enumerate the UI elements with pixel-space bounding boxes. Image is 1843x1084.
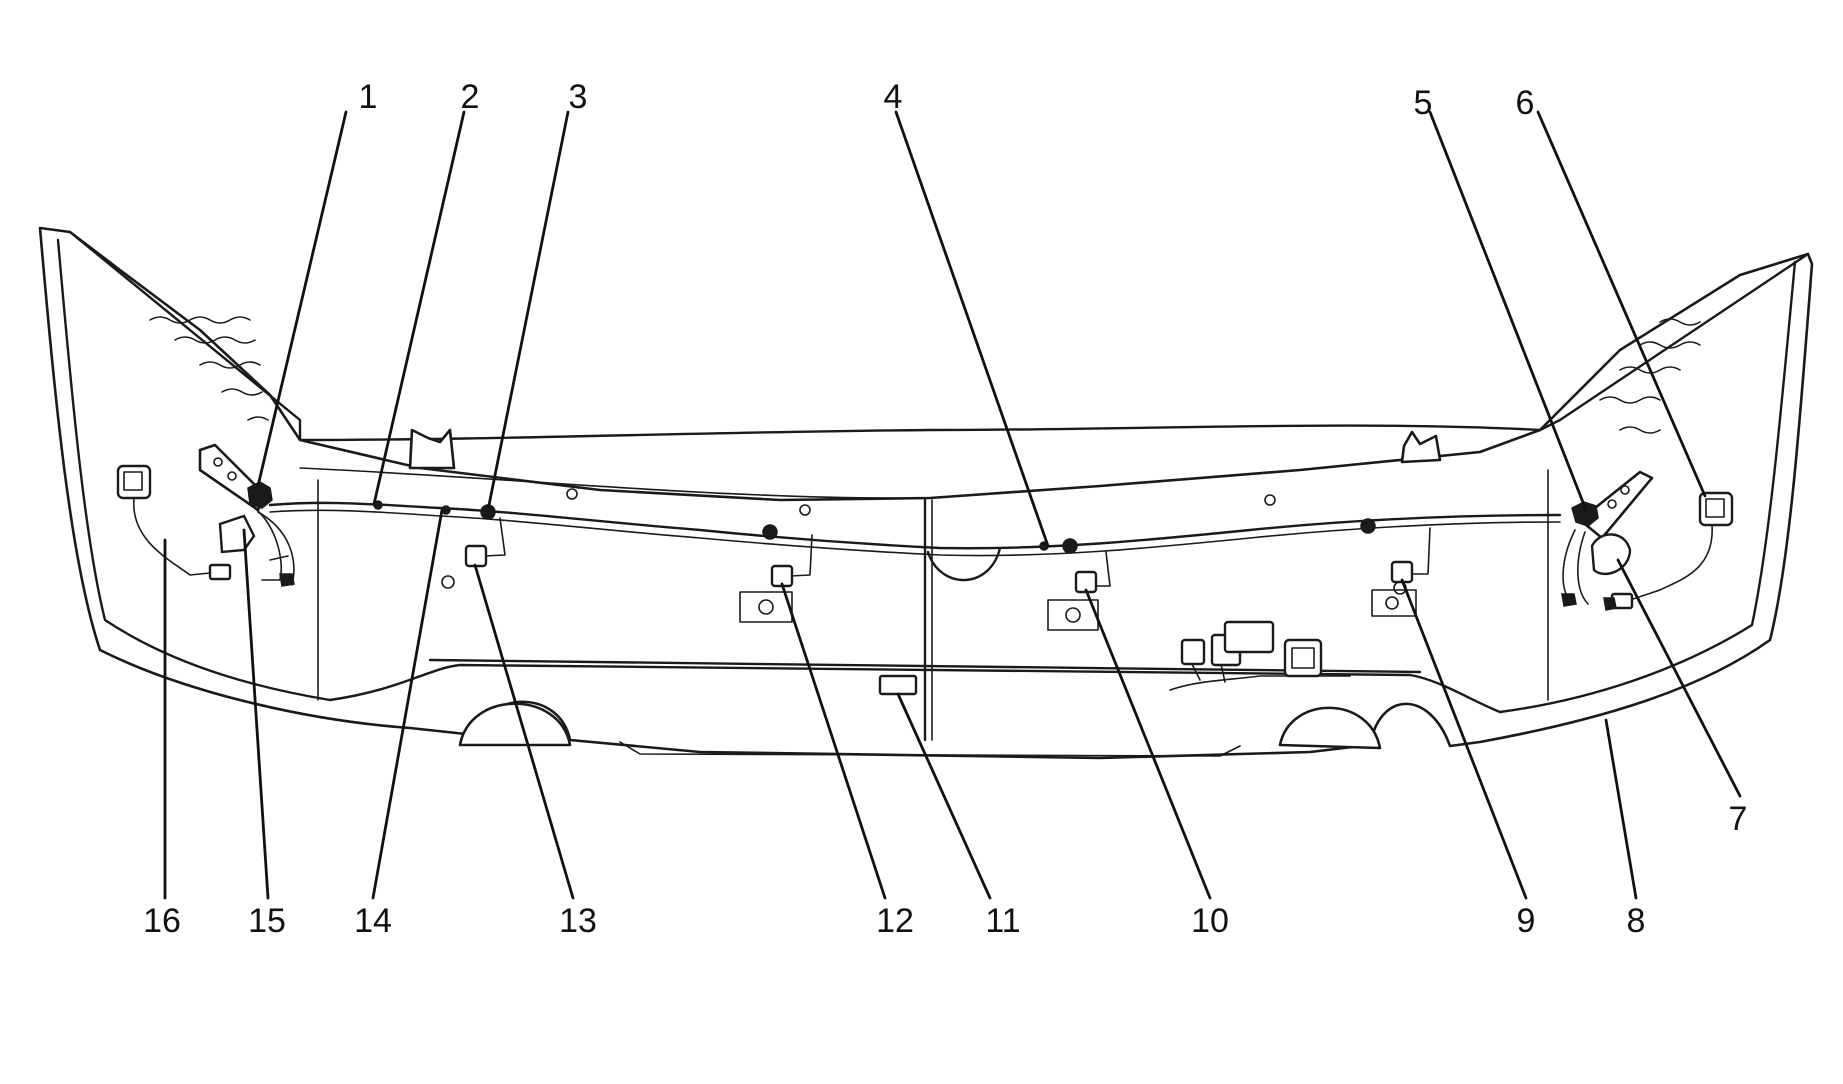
leader-4 xyxy=(894,110,1050,548)
vents-right xyxy=(1599,318,1701,434)
fascia-left-inner-edge xyxy=(56,238,332,702)
sensor-13 xyxy=(464,544,488,568)
fascia-upper-rim-2 xyxy=(299,467,931,499)
callout-4: 4 xyxy=(884,78,903,116)
callout-2: 2 xyxy=(461,78,480,116)
leader-15 xyxy=(242,528,270,900)
sensors xyxy=(116,464,1734,610)
callout-1: 1 xyxy=(359,78,378,116)
harness-center-loop xyxy=(926,546,1002,582)
fascia-top-ledge xyxy=(68,230,302,442)
callout-5: 5 xyxy=(1414,84,1433,122)
leader-11 xyxy=(896,692,992,900)
fascia-outline xyxy=(38,226,1814,760)
callout-7: 7 xyxy=(1729,800,1748,838)
callout-9: 9 xyxy=(1517,902,1536,940)
mounting-holes xyxy=(441,488,1417,631)
fascia-right-inner-edge xyxy=(1498,260,1797,714)
leader-8 xyxy=(1604,718,1638,900)
left-outer-sensor xyxy=(116,464,152,500)
leader-13 xyxy=(473,563,575,900)
callout-12: 12 xyxy=(876,902,914,940)
leader-5 xyxy=(1428,110,1588,512)
callout-16: 16 xyxy=(143,902,181,940)
tab-right xyxy=(1400,430,1442,464)
bottom-lip xyxy=(619,741,1241,757)
mounting-tabs xyxy=(408,428,1442,470)
leader-lines xyxy=(163,110,1742,900)
lower-harness xyxy=(1169,675,1351,691)
fascia-upper-rim xyxy=(298,424,1542,442)
callout-numbers: 1 2 3 4 5 6 7 8 9 10 11 12 13 14 15 16 xyxy=(143,78,1747,940)
leader-2 xyxy=(372,110,466,506)
leader-14 xyxy=(371,508,444,900)
callout-10: 10 xyxy=(1191,902,1229,940)
callout-6: 6 xyxy=(1516,84,1535,122)
callout-8: 8 xyxy=(1627,902,1646,940)
tab-left xyxy=(408,428,456,470)
lower-cutout-left xyxy=(458,702,572,747)
leader-7 xyxy=(1616,558,1742,798)
leader-9 xyxy=(1400,578,1528,900)
callout-11: 11 xyxy=(985,902,1020,940)
bumper-fascia xyxy=(38,226,1814,760)
leader-10 xyxy=(1084,588,1212,900)
leader-3 xyxy=(486,110,570,512)
vents-left xyxy=(149,316,269,421)
callout-13: 13 xyxy=(559,902,597,940)
callout-14: 14 xyxy=(354,902,392,940)
right-outer-sensor xyxy=(1698,491,1734,527)
fascia-top-ledge-right xyxy=(1538,252,1810,432)
leader-12 xyxy=(780,582,887,900)
connector-module xyxy=(878,620,1323,696)
harness-main xyxy=(268,501,1562,550)
lower-cutout-right xyxy=(1278,706,1382,750)
callout-15: 15 xyxy=(248,902,286,940)
callout-3: 3 xyxy=(569,78,588,116)
fascia-lower-strip xyxy=(328,663,1502,714)
leader-6 xyxy=(1536,110,1707,498)
leader-1 xyxy=(256,110,348,488)
